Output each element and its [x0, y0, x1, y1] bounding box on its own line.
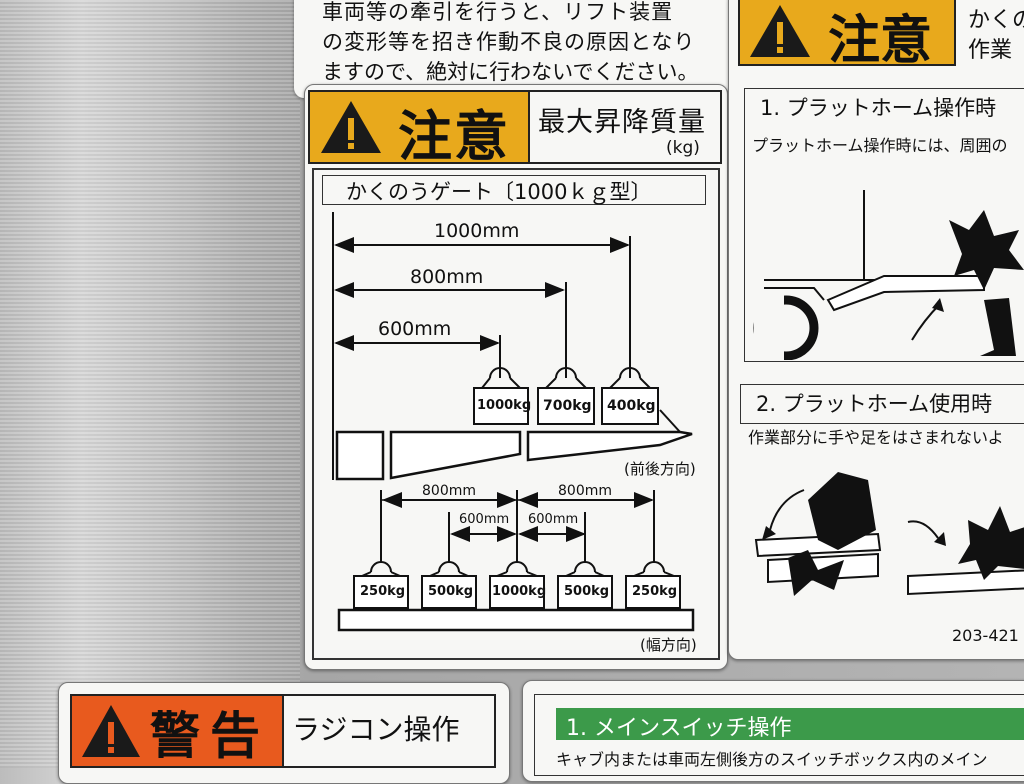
right-side-text-1: かくの	[968, 8, 1024, 33]
front-back-direction: (前後方向)	[624, 460, 696, 478]
width-direction: (幅方向)	[640, 636, 697, 654]
section1-text: プラットホーム操作時には、周囲の	[752, 136, 1008, 155]
caution-title-box	[530, 90, 722, 164]
weight-400kg: 400kg	[607, 398, 656, 414]
notice-line-3: ますので、絶対に行わないでください。	[322, 60, 699, 84]
warning-triangle-icon-2	[82, 705, 140, 757]
width-distance-600-left: 600mm	[459, 512, 510, 527]
right-caution-word: 注意	[828, 11, 933, 71]
main-switch-text: キャブ内または車両左側後方のスイッチボックス内のメイン	[556, 750, 988, 769]
width-weight-250-left: 250kg	[360, 584, 406, 599]
warning-title: ラジコン操作	[292, 713, 460, 746]
width-weight-250-right: 250kg	[632, 584, 678, 599]
section1-box	[744, 88, 1024, 362]
main-switch-title: 1. メインスイッチ操作	[566, 716, 792, 741]
right-side-text-2: 作業	[968, 38, 1013, 63]
width-weight-1000: 1000kg	[492, 584, 547, 599]
top-notice-card	[294, 0, 728, 98]
width-weight-500-right: 500kg	[564, 584, 610, 599]
distance-label-600: 600mm	[378, 318, 452, 340]
platform-operation-illustration	[753, 190, 1024, 360]
width-distance-800-left: 800mm	[422, 483, 476, 499]
label-code: 203-421	[952, 626, 1019, 645]
width-weight-500-left: 500kg	[428, 584, 474, 599]
max-load-unit: (kg)	[666, 138, 700, 158]
section2-title: 2. プラットホーム使用時	[756, 392, 993, 416]
distance-label-1000: 1000mm	[434, 220, 520, 242]
pinch-hazard-illustration	[754, 472, 1024, 596]
warning-title-box	[284, 694, 496, 768]
section2-box	[740, 384, 1024, 424]
weight-700kg: 700kg	[543, 398, 592, 414]
gate-diagram-frame	[312, 168, 720, 660]
right-warning-triangle-icon	[750, 5, 810, 57]
aluminum-panel-texture	[0, 0, 300, 768]
weight-1000kg: 1000kg	[477, 398, 532, 413]
gate-type-box	[322, 175, 706, 205]
width-distance-600-right: 600mm	[528, 512, 579, 527]
width-distance-800-right: 800mm	[558, 483, 612, 499]
warning-triangle-icon	[321, 101, 381, 153]
warning-word: 警告	[150, 707, 270, 765]
caution-word: 注意	[398, 105, 510, 168]
load-diagram	[332, 212, 695, 632]
green-band	[556, 708, 1024, 740]
section1-title: 1. プラットホーム操作時	[760, 96, 997, 120]
max-load-title: 最大昇降質量	[538, 107, 706, 138]
distance-label-800: 800mm	[410, 266, 484, 288]
notice-line-2: の変形等を招き作動不良の原因となり	[322, 30, 696, 54]
notice-line-1: 車両等の牽引を行うと、リフト装置	[322, 0, 674, 24]
gate-type-label: かくのうゲート〔1000ｋｇ型〕	[346, 180, 652, 204]
section2-text: 作業部分に手や足をはさまれないよ	[748, 428, 1004, 447]
caution-max-load-card	[304, 84, 728, 670]
